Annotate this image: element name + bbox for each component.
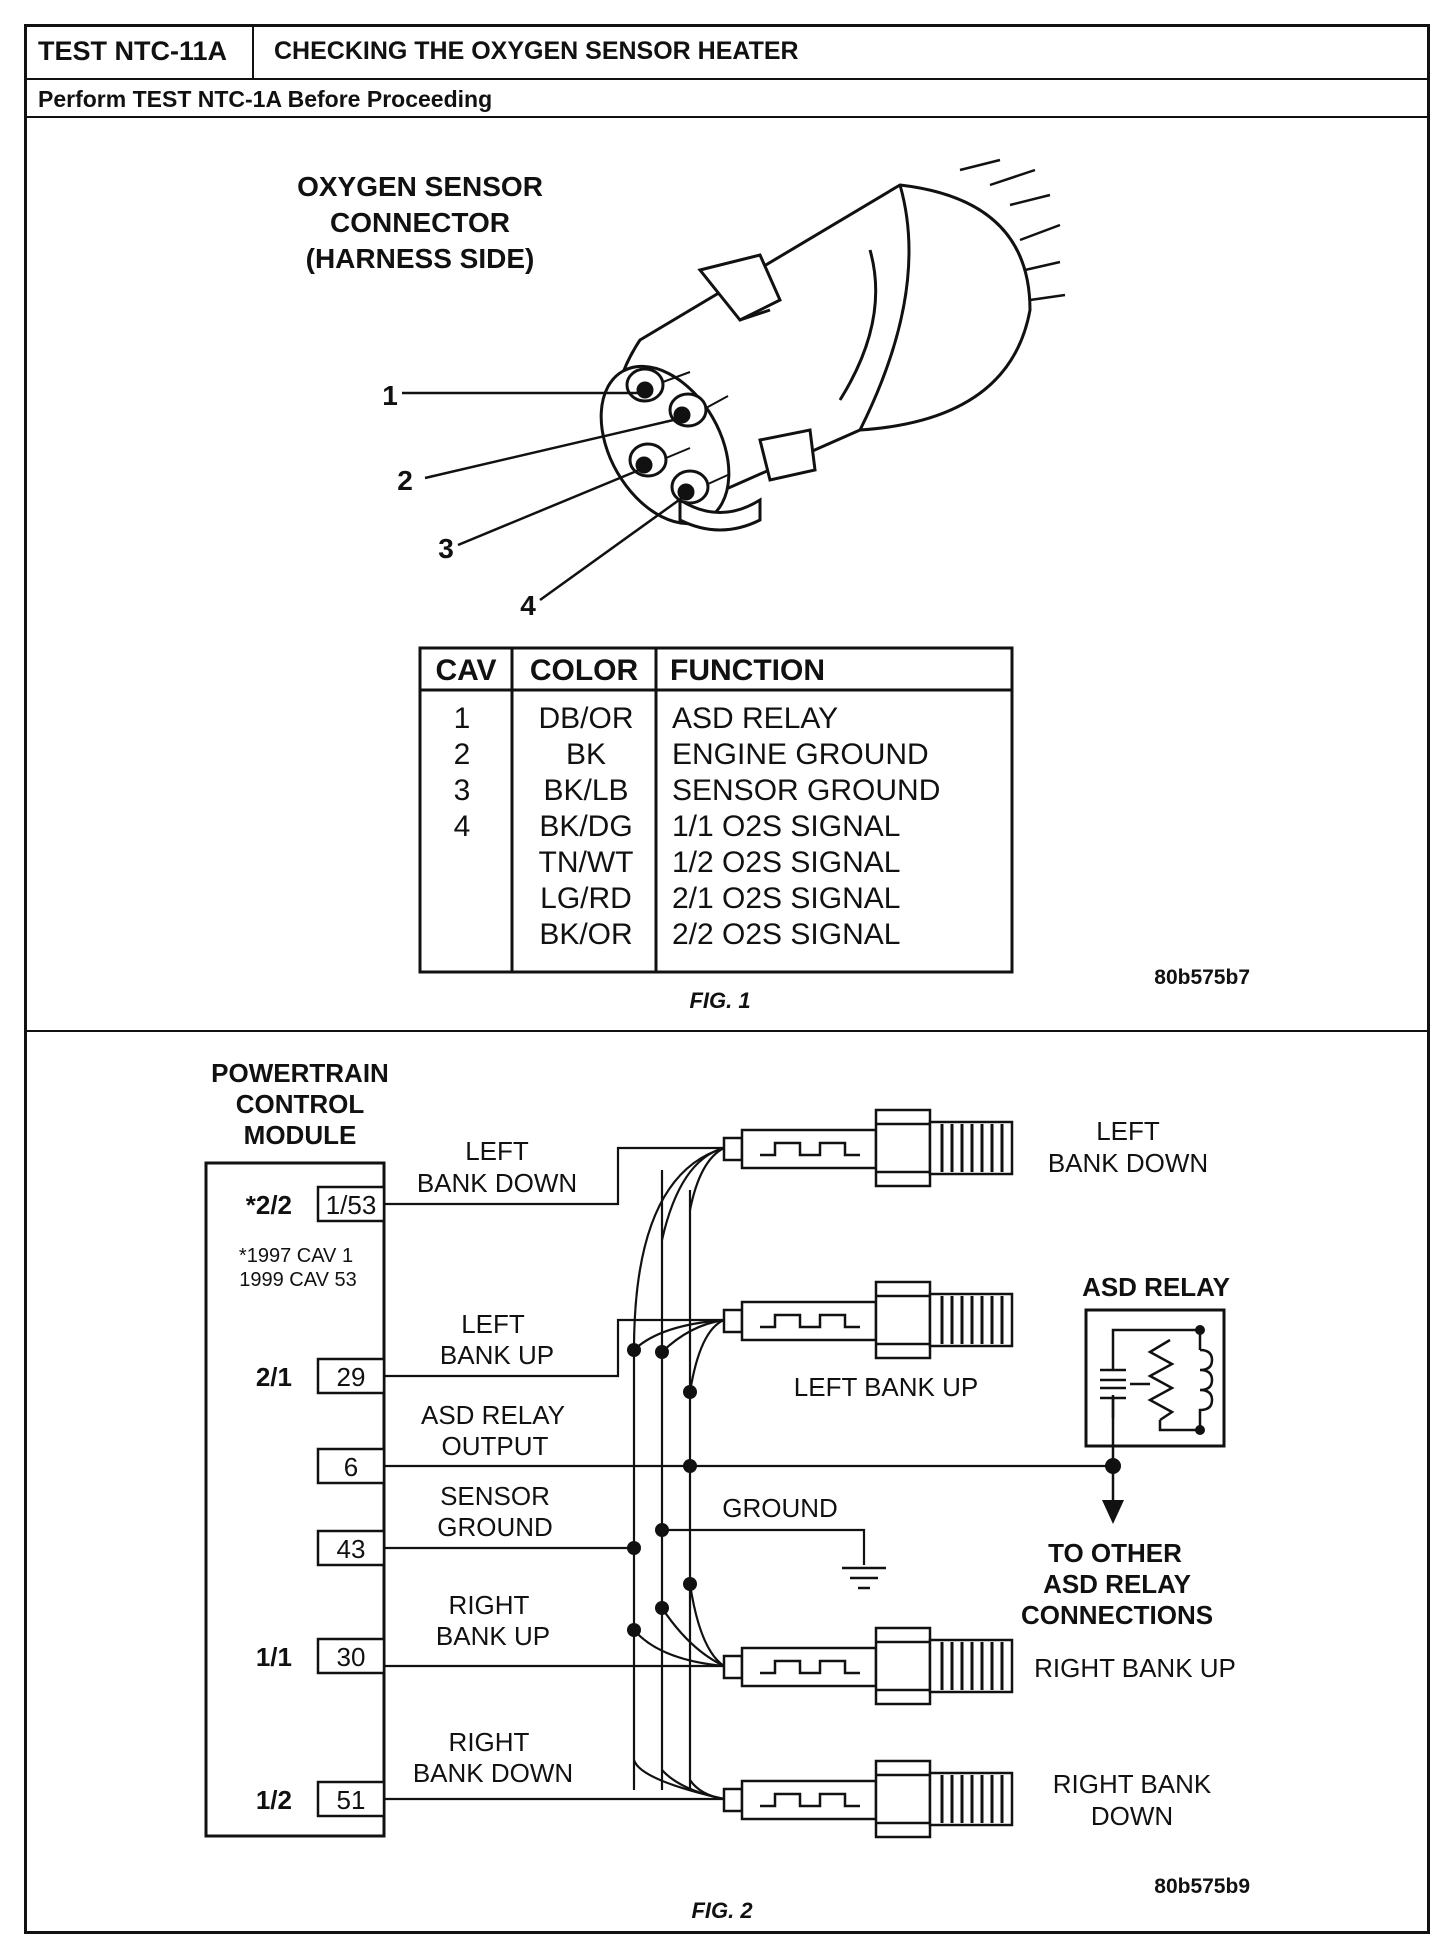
wire-label-left-down-2: BANK DOWN xyxy=(417,1168,577,1198)
sensor-right-bank-down xyxy=(722,1759,1014,1839)
table-row-1-cav: 1 xyxy=(454,702,471,735)
to-other-line3: CONNECTIONS xyxy=(1021,1600,1213,1630)
wire-label-sensor-ground-2: GROUND xyxy=(437,1512,553,1542)
pin-cav-1-53: 1/53 xyxy=(326,1190,377,1220)
pin-label-1: 1 xyxy=(382,380,398,411)
pcm-title-line3: MODULE xyxy=(244,1120,357,1150)
table-row-6-color: LG/RD xyxy=(540,882,632,915)
pin-cav-30: 30 xyxy=(337,1642,366,1672)
test-header: TEST NTC-11A CHECKING THE OXYGEN SENSOR … xyxy=(24,24,1430,80)
table-header-color: COLOR xyxy=(530,654,639,687)
connector-title-line1: OXYGEN SENSOR xyxy=(297,171,543,202)
table-row-5-color: TN/WT xyxy=(539,846,634,879)
pin-side-2-1: 2/1 xyxy=(256,1362,292,1392)
connector-title-line3: (HARNESS SIDE) xyxy=(306,243,535,274)
sensor-threads xyxy=(940,1124,1004,1823)
to-other-line1: TO OTHER xyxy=(1048,1538,1182,1568)
sensor-label-right-down-1: RIGHT BANK xyxy=(1053,1769,1212,1799)
table-row-2-color: BK xyxy=(566,738,606,771)
pin-cav-29: 29 xyxy=(337,1362,366,1392)
table-row-3-color: BK/LB xyxy=(543,774,628,807)
sensor-label-left-down-1: LEFT xyxy=(1096,1116,1160,1146)
page-frame xyxy=(24,24,1430,1934)
test-title: CHECKING THE OXYGEN SENSOR HEATER xyxy=(274,37,799,65)
asd-relay-dots xyxy=(1195,1325,1205,1435)
sensor-left-bank-up xyxy=(722,1280,1014,1360)
sensor-label-left-down-2: BANK DOWN xyxy=(1048,1148,1208,1178)
pcm-title-line2: CONTROL xyxy=(236,1089,365,1119)
table-row-3-cav: 3 xyxy=(454,774,471,807)
wire-label-left-up-2: BANK UP xyxy=(440,1340,554,1370)
pin-label-4: 4 xyxy=(520,590,536,621)
fig1-caption: FIG. 1 xyxy=(689,988,750,1013)
table-row-4-cav: 4 xyxy=(454,810,471,843)
ground-label: GROUND xyxy=(722,1493,838,1523)
wire-label-asd-output-1: ASD RELAY xyxy=(421,1400,565,1430)
pcm-title-line1: POWERTRAIN xyxy=(211,1058,389,1088)
pcm-pin-boxes xyxy=(316,1185,386,1818)
table-row-1-function: ASD RELAY xyxy=(672,702,838,735)
wire-label-right-down-1: RIGHT xyxy=(449,1727,530,1757)
wire-label-sensor-ground-1: SENSOR xyxy=(440,1481,550,1511)
figure-divider xyxy=(24,1030,1430,1032)
pin-cav-6: 6 xyxy=(344,1452,358,1482)
sensor-right-bank-up xyxy=(722,1626,1014,1706)
table-row-4-function: 1/1 O2S SIGNAL xyxy=(672,810,900,843)
table-row-2-cav: 2 xyxy=(454,738,471,771)
down-arrow-icon xyxy=(1102,1500,1124,1524)
table-row-3-function: SENSOR GROUND xyxy=(672,774,940,807)
prerequisite-text: Perform TEST NTC-1A Before Proceeding xyxy=(38,86,493,112)
sensor-left-bank-down xyxy=(722,1108,1014,1188)
connector-title-line2: CONNECTOR xyxy=(330,207,510,238)
table-header-function: FUNCTION xyxy=(670,654,825,687)
wire-label-left-up-1: LEFT xyxy=(461,1309,525,1339)
sensor-label-left-up: LEFT BANK UP xyxy=(794,1372,978,1402)
fig2: POWERTRAIN CONTROL MODULE 1/53 29 6 43 3… xyxy=(204,1058,1250,1923)
asd-relay-symbol xyxy=(1084,1308,1226,1500)
pcm-note-line1: *1997 CAV 1 xyxy=(239,1245,353,1267)
asd-relay-label: ASD RELAY xyxy=(1082,1272,1230,1302)
wire-label-asd-output-2: OUTPUT xyxy=(442,1431,549,1461)
table-row-2-function: ENGINE GROUND xyxy=(672,738,929,771)
wire-label-left-down-1: LEFT xyxy=(465,1136,529,1166)
sensor-label-right-up: RIGHT BANK UP xyxy=(1034,1653,1236,1683)
table-row-7-function: 2/2 O2S SIGNAL xyxy=(672,918,900,951)
pin-side-1-1: 1/1 xyxy=(256,1642,292,1672)
ground-symbol xyxy=(842,1566,886,1590)
pin-label-3: 3 xyxy=(438,533,454,564)
to-other-line2: ASD RELAY xyxy=(1043,1569,1191,1599)
pin-label-2: 2 xyxy=(397,465,413,496)
pin-cav-51: 51 xyxy=(337,1785,366,1815)
wire-label-right-down-2: BANK DOWN xyxy=(413,1758,573,1788)
test-id: TEST NTC-11A xyxy=(24,24,254,78)
table-header-cav: CAV xyxy=(435,654,496,687)
prerequisite-bar: Perform TEST NTC-1A Before Proceeding xyxy=(24,80,1430,118)
pin-side-2-2: *2/2 xyxy=(246,1190,292,1220)
oxygen-sensor-connector-illustration xyxy=(599,158,1066,532)
table-row-7-color: BK/OR xyxy=(539,918,632,951)
fig2-caption: FIG. 2 xyxy=(691,1898,753,1923)
fig1-code: 80b575b7 xyxy=(1154,966,1250,989)
fig2-code: 80b575b9 xyxy=(1154,1875,1250,1898)
table-row-4-color: BK/DG xyxy=(539,810,632,843)
wire-label-right-up-2: BANK UP xyxy=(436,1621,550,1651)
pcm-box xyxy=(204,1161,386,1838)
pin-side-1-2: 1/2 xyxy=(256,1785,292,1815)
junction-dots xyxy=(627,1343,1121,1637)
sensor-label-right-down-2: DOWN xyxy=(1091,1801,1173,1831)
pin-leader-lines xyxy=(402,391,687,602)
table-row-5-function: 1/2 O2S SIGNAL xyxy=(672,846,900,879)
table-row-6-function: 2/1 O2S SIGNAL xyxy=(672,882,900,915)
pcm-note-line2: 1999 CAV 53 xyxy=(239,1269,357,1291)
pin-cav-43: 43 xyxy=(337,1534,366,1564)
fig1: OXYGEN SENSOR CONNECTOR (HARNESS SIDE) xyxy=(297,158,1250,1013)
wire-label-right-up-1: RIGHT xyxy=(449,1590,530,1620)
wiring xyxy=(384,1146,1113,1801)
table-row-1-color: DB/OR xyxy=(538,702,633,735)
pin-table: CAV COLOR FUNCTION 1 DB/OR ASD RELAY 2 B… xyxy=(418,646,1014,974)
